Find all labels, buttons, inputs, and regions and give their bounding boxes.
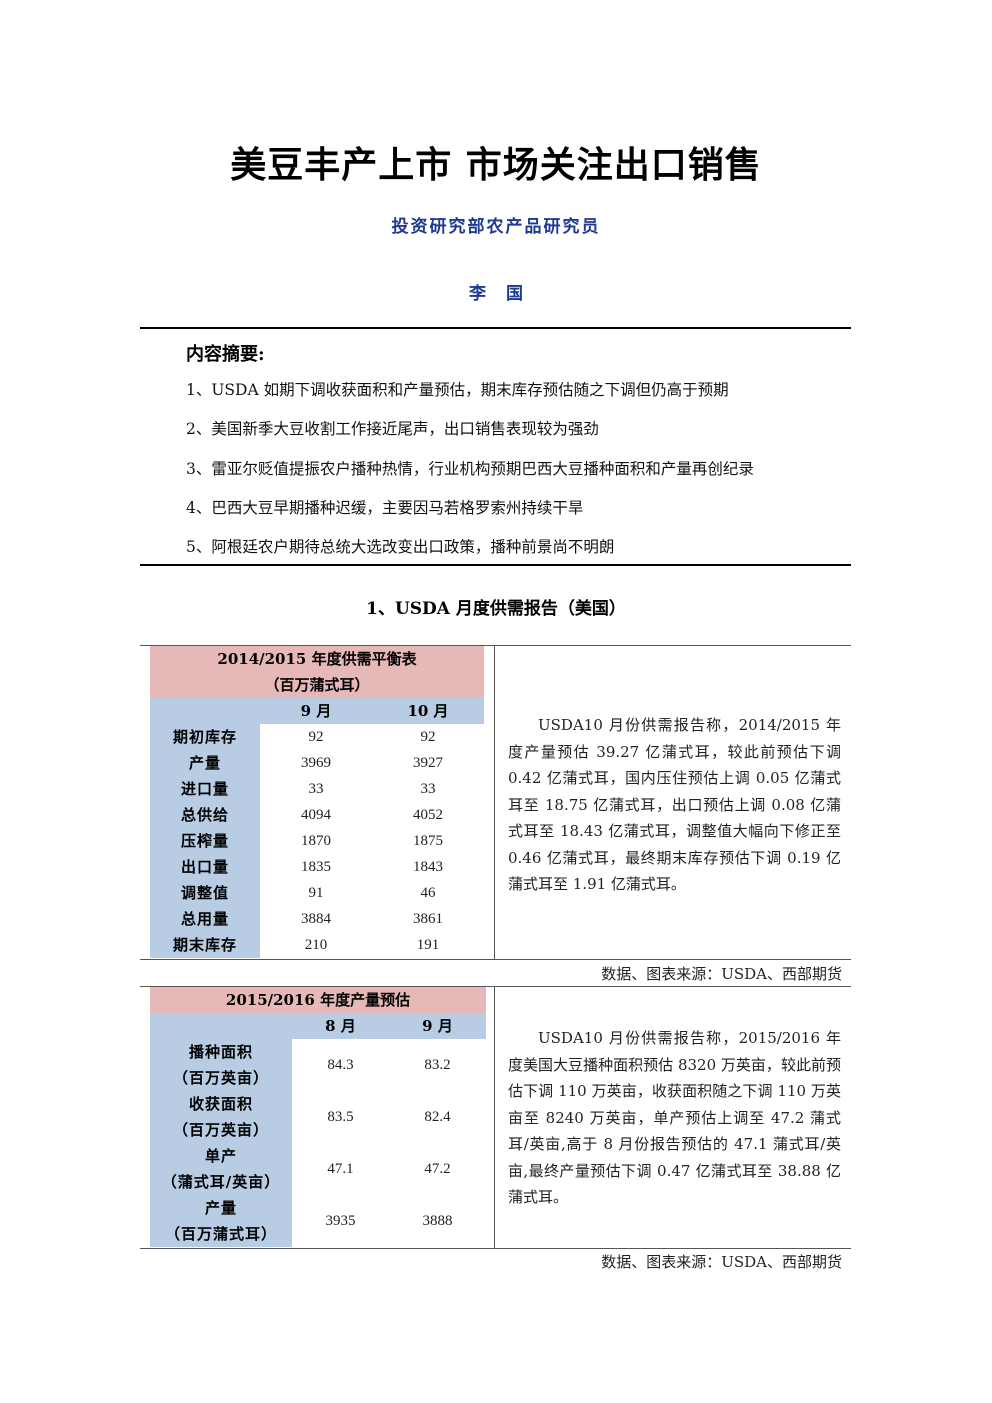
table1-cell: 1875 bbox=[372, 828, 484, 854]
summary-heading: 内容摘要: bbox=[186, 344, 265, 365]
table2-description: USDA10 月份供需报告称，2015/2016 年度美国大豆播种面积预估 83… bbox=[508, 1029, 841, 1206]
summary-item: 4、巴西大豆早期播种迟缓，主要因马若格罗索州持续干旱 bbox=[186, 498, 584, 517]
table2-col-header: 8 月 bbox=[292, 1013, 389, 1039]
table1-cell: 3861 bbox=[372, 906, 484, 932]
table1-row-label: 产量 bbox=[150, 750, 260, 776]
table2-cell: 3935 bbox=[292, 1195, 389, 1247]
table1-row-label: 压榨量 bbox=[150, 828, 260, 854]
summary-item: 2、美国新季大豆收割工作接近尾声，出口销售表现较为强劲 bbox=[186, 420, 599, 439]
table2-cell: 47.2 bbox=[389, 1143, 486, 1195]
section-title: 1、USDA 月度供需报告（美国） bbox=[366, 599, 626, 619]
document-title: 美豆丰产上市 市场关注出口销售 bbox=[230, 144, 762, 186]
block-divider bbox=[494, 646, 495, 959]
table2-cell: 83.2 bbox=[389, 1039, 486, 1091]
table1-cell: 1843 bbox=[372, 854, 484, 880]
table2-row-label-unit: （蒲式耳/英亩） bbox=[161, 1173, 281, 1191]
table1-cell: 4052 bbox=[372, 802, 484, 828]
summary-top-rule bbox=[140, 327, 851, 329]
table2-col-header: 9 月 bbox=[389, 1013, 486, 1039]
table2-row-label-name: 播种面积 bbox=[188, 1043, 253, 1061]
table2-row-label: 产量 （百万蒲式耳） bbox=[150, 1195, 292, 1247]
table2-block: 2015/2016 年度产量预估 8 月 9 月 播种面积 （百万英亩） 84.… bbox=[140, 986, 851, 1249]
table2-row-label-name: 产量 bbox=[204, 1199, 237, 1217]
table1-cell: 210 bbox=[260, 932, 372, 958]
table2-cell: 84.3 bbox=[292, 1039, 389, 1091]
table1-cell: 33 bbox=[372, 776, 484, 802]
table1-col-header: 9 月 bbox=[260, 698, 372, 724]
table1-col-header: 10 月 bbox=[372, 698, 484, 724]
table1-row-label: 期初库存 bbox=[150, 724, 260, 750]
summary-item: 1、USDA 如期下调收获面积和产量预估，期末库存预估随之下调但仍高于预期 bbox=[186, 381, 729, 399]
table1-cell: 91 bbox=[260, 880, 372, 906]
table2-row-label-unit: （百万英亩） bbox=[172, 1121, 269, 1139]
table2-row-label: 播种面积 （百万英亩） bbox=[150, 1039, 292, 1091]
table2-source: 数据、图表来源：USDA、西部期货 bbox=[601, 1253, 842, 1271]
table1-cell: 92 bbox=[372, 724, 484, 750]
table1-row-label: 出口量 bbox=[150, 854, 260, 880]
table2-row-label: 收获面积 （百万英亩） bbox=[150, 1091, 292, 1143]
table2-title: 2015/2016 年度产量预估 bbox=[150, 987, 486, 1013]
table2-row-label-unit: （百万英亩） bbox=[172, 1069, 269, 1087]
author-department: 投资研究部农产品研究员 bbox=[391, 217, 601, 237]
table1-unit: （百万蒲式耳） bbox=[150, 672, 484, 698]
table1-cell: 3927 bbox=[372, 750, 484, 776]
table1-cell: 1870 bbox=[260, 828, 372, 854]
table1-cell: 92 bbox=[260, 724, 372, 750]
table2-cell: 47.1 bbox=[292, 1143, 389, 1195]
table2-row-label: 单产 （蒲式耳/英亩） bbox=[150, 1143, 292, 1195]
table2-row-label-name: 收获面积 bbox=[188, 1095, 253, 1113]
table2-row-label-unit: （百万蒲式耳） bbox=[164, 1225, 277, 1243]
table1-cell: 1835 bbox=[260, 854, 372, 880]
table2-cell: 82.4 bbox=[389, 1091, 486, 1143]
table1-row-label: 总供给 bbox=[150, 802, 260, 828]
table2-corner bbox=[150, 1013, 292, 1039]
table1-cell: 3884 bbox=[260, 906, 372, 932]
summary-item: 3、雷亚尔贬值提振农户播种热情，行业机构预期巴西大豆播种面积和产量再创纪录 bbox=[186, 459, 754, 478]
table1-cell: 46 bbox=[372, 880, 484, 906]
table1-cell: 191 bbox=[372, 932, 484, 958]
table1-row-label: 总用量 bbox=[150, 906, 260, 932]
table2-cell: 3888 bbox=[389, 1195, 486, 1247]
table1-cell: 3969 bbox=[260, 750, 372, 776]
table2: 2015/2016 年度产量预估 8 月 9 月 播种面积 （百万英亩） 84.… bbox=[150, 987, 486, 1247]
summary-bottom-rule bbox=[140, 564, 851, 566]
table2-row-label-name: 单产 bbox=[204, 1147, 237, 1165]
table2-cell: 83.5 bbox=[292, 1091, 389, 1143]
table1-description: USDA10 月份供需报告称，2014/2015 年度产量预估 39.27 亿蒲… bbox=[508, 716, 841, 893]
table1-cell: 33 bbox=[260, 776, 372, 802]
table1-cell: 4094 bbox=[260, 802, 372, 828]
table1-row-label: 调整值 bbox=[150, 880, 260, 906]
author-name: 李国 bbox=[469, 284, 543, 304]
table1-title: 2014/2015 年度供需平衡表 bbox=[150, 646, 484, 672]
summary-list: 1、USDA 如期下调收获面积和产量预估，期末库存预估随之下调但仍高于预期 2、… bbox=[186, 376, 836, 572]
table1-source: 数据、图表来源：USDA、西部期货 bbox=[601, 965, 842, 983]
table1-corner bbox=[150, 698, 260, 724]
summary-item: 5、阿根廷农户期待总统大选改变出口政策，播种前景尚不明朗 bbox=[186, 538, 615, 557]
table1-row-label: 期末库存 bbox=[150, 932, 260, 958]
block-divider bbox=[494, 987, 495, 1248]
table1-row-label: 进口量 bbox=[150, 776, 260, 802]
